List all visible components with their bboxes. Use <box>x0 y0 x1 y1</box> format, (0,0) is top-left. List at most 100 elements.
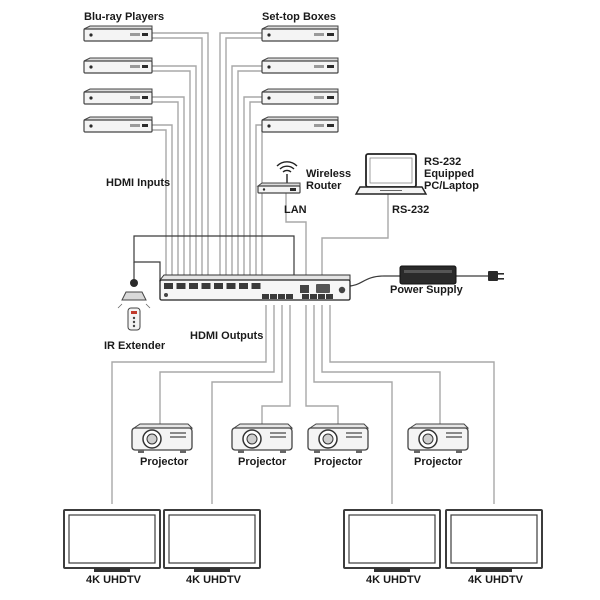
label-projector-2: Projector <box>238 456 287 468</box>
stb-cable-4 <box>255 124 262 280</box>
label-wireless-router-2: Router <box>306 180 342 192</box>
ir-signal-icon <box>117 303 151 309</box>
bluray-player-4 <box>83 116 153 133</box>
out-cable-proj2 <box>261 305 291 424</box>
bluray-cable-2b <box>152 70 191 280</box>
rs232-port <box>316 284 330 293</box>
label-hdmi-outputs: HDMI Outputs <box>190 330 263 342</box>
label-hdmi-inputs: HDMI Inputs <box>106 177 170 189</box>
label-projector-1: Projector <box>140 456 189 468</box>
out-cable-proj3 <box>305 305 339 424</box>
label-set-top-boxes: Set-top Boxes <box>262 11 336 23</box>
label-tv-4: 4K UHDTV <box>468 574 524 586</box>
hdmi-output-port <box>326 294 333 299</box>
ir-port <box>164 293 168 297</box>
hdmi-input-port <box>226 283 236 289</box>
stb-cable-3b <box>249 101 262 280</box>
set-top-box-2 <box>261 57 339 74</box>
label-tv-1: 4K UHDTV <box>86 574 142 586</box>
set-top-box-1 <box>261 25 339 42</box>
bluray-cable-3 <box>152 96 185 280</box>
bluray-cable-3b <box>152 101 179 280</box>
hdmi-input-port <box>239 283 248 289</box>
label-rs232-pc-3: PC/Laptop <box>424 180 479 192</box>
hdmi-output-port <box>302 294 309 299</box>
stb-cable-1 <box>219 32 262 280</box>
bluray-cable-4 <box>152 124 173 280</box>
hdmi-input-port <box>201 283 211 289</box>
power-plug-icon <box>488 271 504 281</box>
bluray-player-1 <box>83 25 153 42</box>
hdmi-input-port <box>214 283 223 289</box>
projector-3 <box>307 423 370 453</box>
bluray-cable-2 <box>152 65 197 280</box>
tvs <box>63 509 543 572</box>
hdmi-output-port <box>318 294 325 299</box>
hdmi-input-ports <box>164 283 261 289</box>
lan-cable <box>285 193 307 280</box>
set-top-box-3 <box>261 88 339 105</box>
label-lan: LAN <box>284 204 307 216</box>
stb-cable-3 <box>243 96 262 280</box>
wireless-router <box>256 161 301 194</box>
hdmi-input-port <box>251 283 261 289</box>
label-tv-2: 4K UHDTV <box>186 574 242 586</box>
tv-1 <box>63 509 161 572</box>
out-cable-proj1 <box>159 305 275 424</box>
projector-2 <box>231 423 294 453</box>
projector-4 <box>407 423 470 453</box>
ir-extender <box>117 279 151 331</box>
set-top-boxes <box>261 25 339 133</box>
bluray-player-3 <box>83 88 153 105</box>
tv-2 <box>163 509 261 572</box>
label-rs232: RS-232 <box>392 204 429 216</box>
label-wireless-router-1: Wireless <box>306 168 351 180</box>
tv-4 <box>445 509 543 572</box>
label-projector-4: Projector <box>414 456 463 468</box>
hdmi-output-ports <box>262 294 333 299</box>
hdmi-output-port <box>286 294 293 299</box>
hdmi-output-port <box>262 294 269 299</box>
bluray-players <box>83 25 153 133</box>
power-cable-dc <box>347 275 400 287</box>
label-rs232-pc-2: Equipped <box>424 168 474 180</box>
stb-cable-2 <box>231 65 262 280</box>
label-ir-extender: IR Extender <box>104 340 166 352</box>
bluray-player-2 <box>83 57 153 74</box>
tv-3 <box>343 509 441 572</box>
power-supply <box>399 265 504 285</box>
lan-port <box>300 285 309 293</box>
power-port <box>338 286 346 294</box>
bluray-cable-1 <box>152 32 209 280</box>
label-bluray-players: Blu-ray Players <box>84 11 164 23</box>
stb-cable-1b <box>225 37 262 280</box>
rs232-cable <box>321 193 389 276</box>
hdmi-output-port <box>310 294 317 299</box>
projectors <box>131 423 470 453</box>
label-projector-3: Projector <box>314 456 363 468</box>
out-cable-proj4 <box>321 305 441 424</box>
out-cable-tv1 <box>111 305 267 504</box>
out-cable-tv4 <box>329 305 495 504</box>
hdmi-input-port <box>189 283 198 289</box>
label-power-supply: Power Supply <box>390 284 464 296</box>
set-top-box-4 <box>261 116 339 133</box>
projector-1 <box>131 423 194 453</box>
wifi-icon <box>276 161 298 173</box>
label-rs232-pc-1: RS-232 <box>424 156 461 168</box>
bluray-cable-1b <box>152 37 203 280</box>
hdmi-matrix-switcher <box>158 274 351 301</box>
hdmi-input-port <box>176 283 186 289</box>
hdmi-input-port <box>164 283 173 289</box>
stb-cable-2b <box>237 70 262 280</box>
label-tv-3: 4K UHDTV <box>366 574 422 586</box>
labels: Blu-ray Players Set-top Boxes HDMI Input… <box>84 11 524 586</box>
out-cable-tv3 <box>313 305 393 504</box>
hdmi-output-port <box>270 294 277 299</box>
hdmi-output-port <box>278 294 285 299</box>
laptop <box>354 153 428 195</box>
ir-cable <box>133 235 295 282</box>
ir-remote-icon <box>127 307 141 331</box>
wiring <box>111 32 495 504</box>
